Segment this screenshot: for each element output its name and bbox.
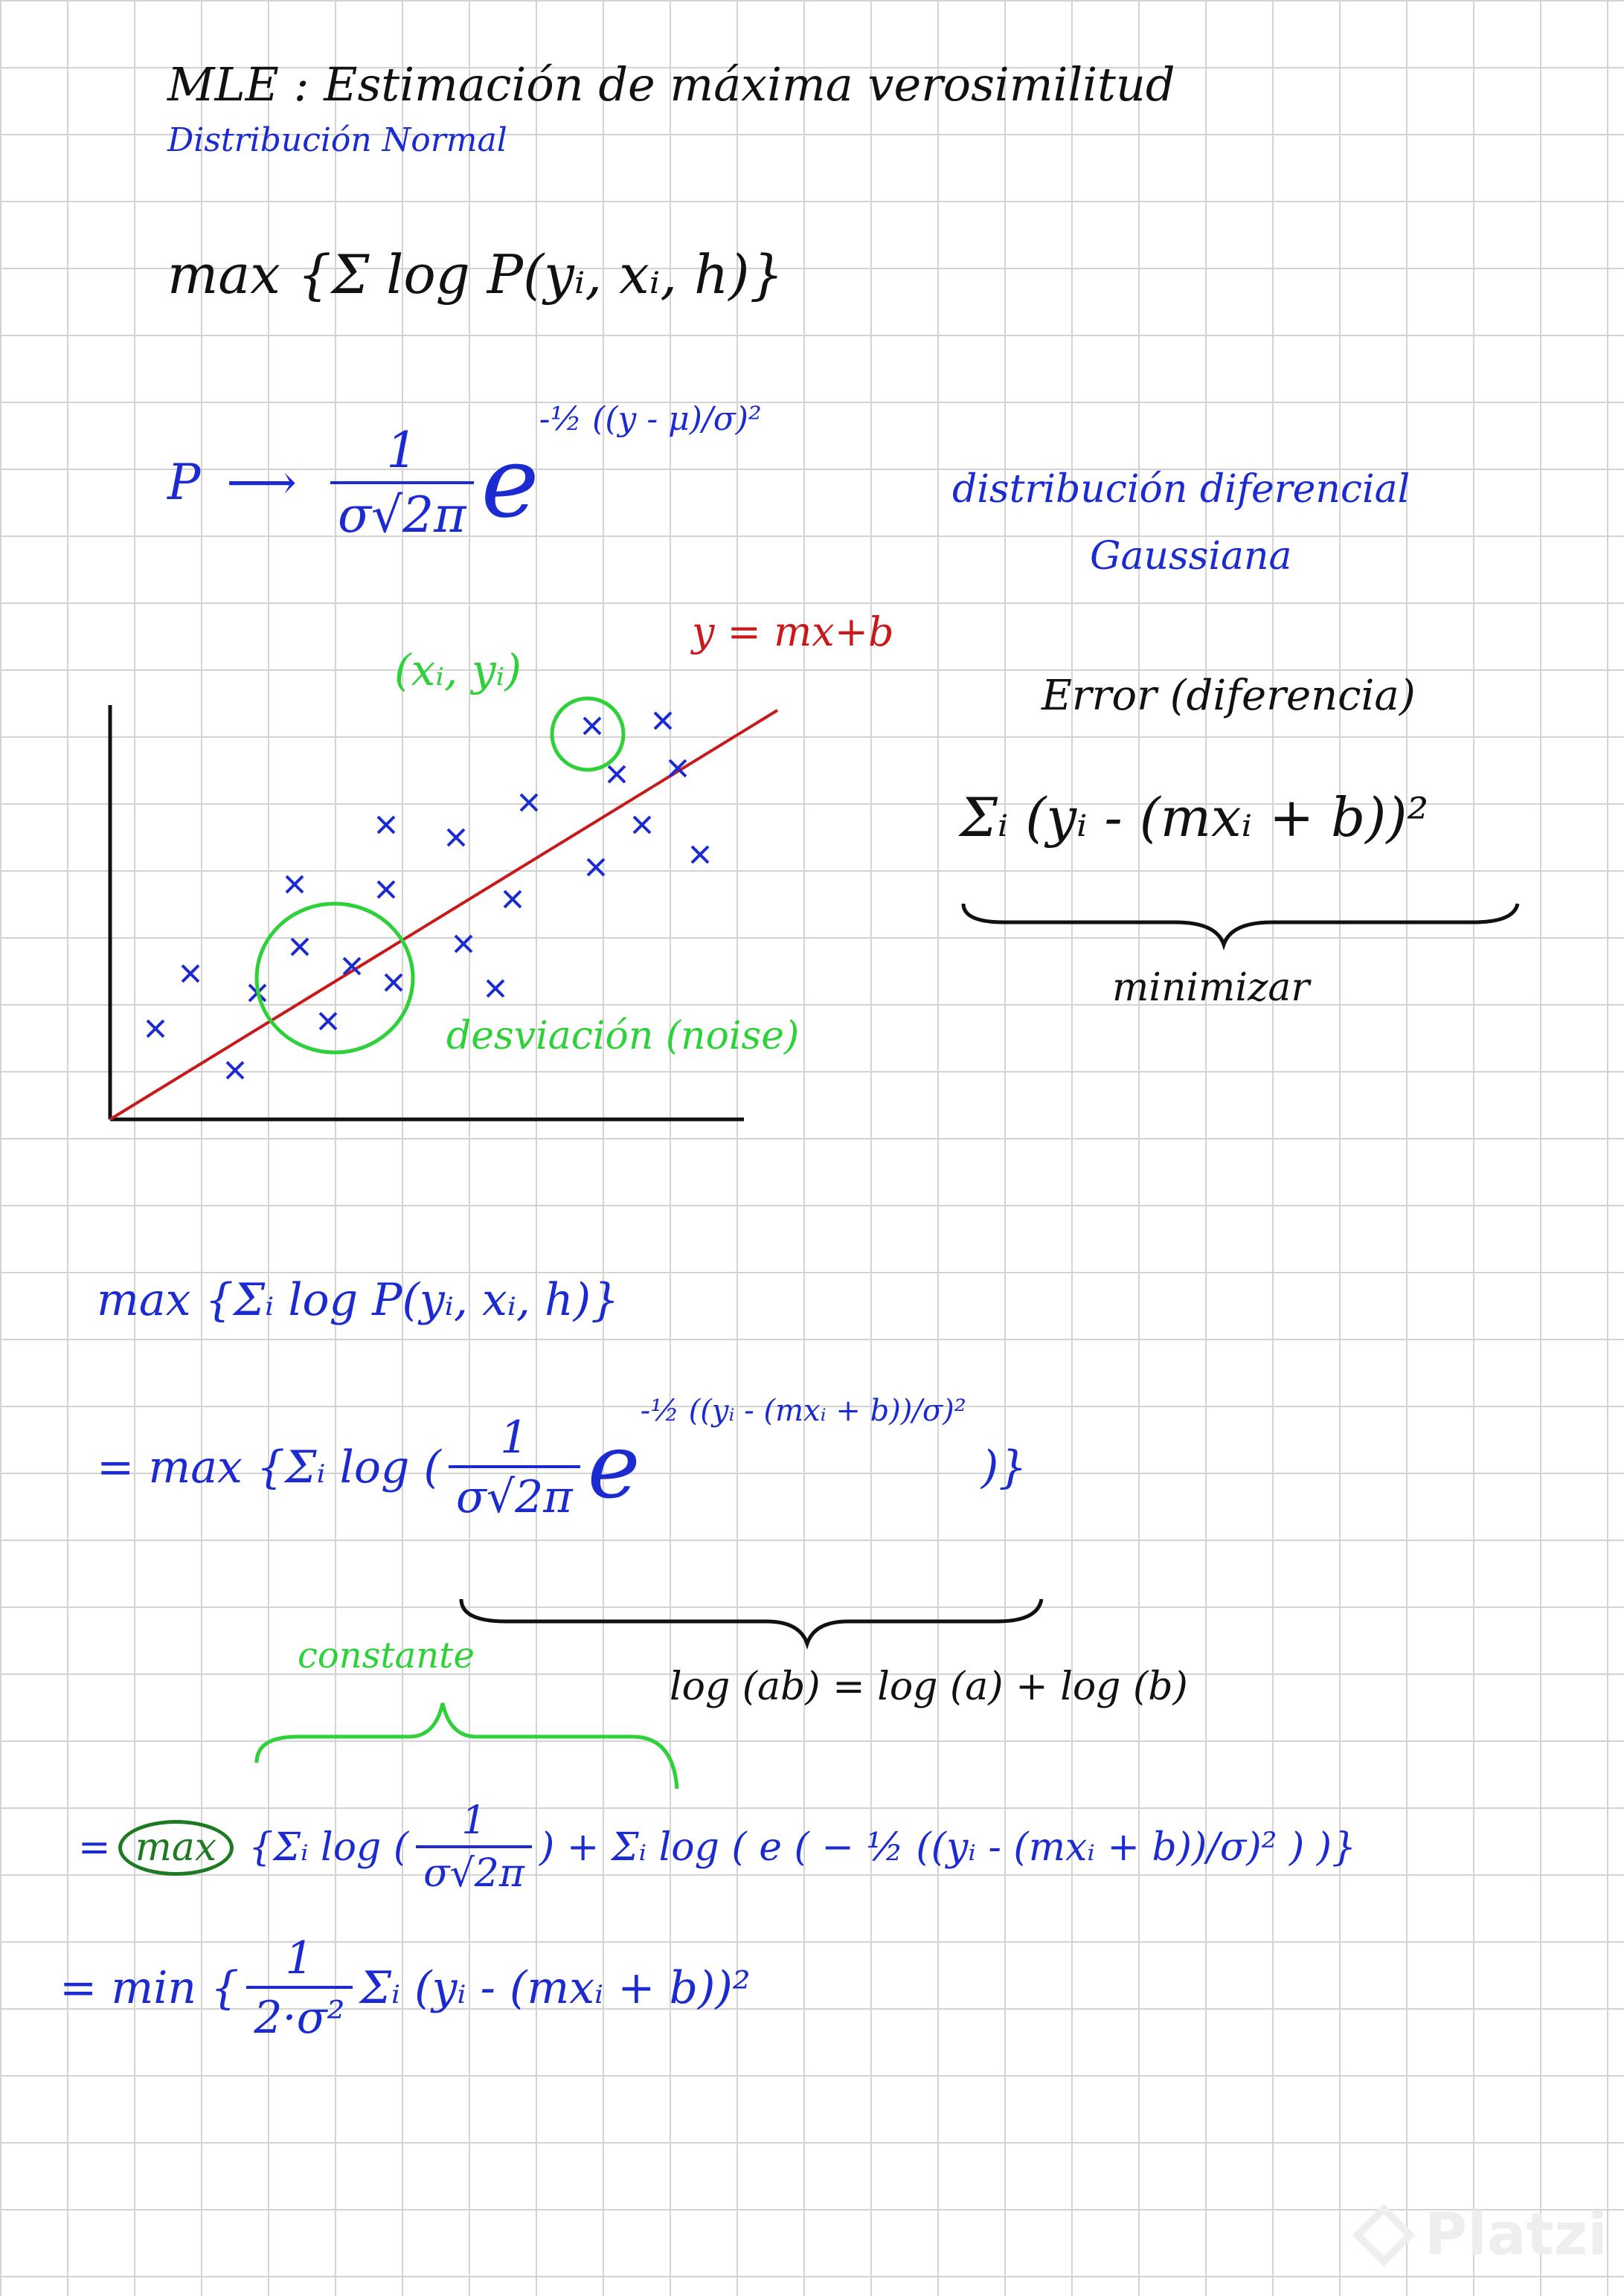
data-point	[486, 979, 505, 998]
platzi-logo-icon	[1352, 2203, 1416, 2267]
regression-line	[109, 709, 779, 1121]
density-note-2: Gaussiana	[1090, 534, 1292, 579]
line3-part1: {Σᵢ log (	[248, 1824, 409, 1870]
noise-label: desviación (noise)	[446, 1014, 800, 1058]
density-label: P	[167, 454, 201, 512]
data-point	[225, 1061, 245, 1080]
line4-fraction: 1 2·σ²	[246, 1932, 353, 2042]
data-point	[454, 934, 473, 954]
density-exponent: -½ ((y - μ)/σ)²	[539, 400, 762, 438]
highlight-point-circle	[550, 696, 626, 772]
line3-denominator: σ√2π	[416, 1845, 532, 1895]
line2-denominator: σ√2π	[448, 1465, 580, 1522]
data-point	[376, 815, 396, 835]
data-point	[519, 793, 539, 812]
line4-numerator: 1	[285, 1932, 314, 1984]
line-label: y = mx+b	[692, 608, 894, 655]
line2-numerator: 1	[500, 1412, 529, 1464]
density-fraction: 1 σ√2π	[330, 422, 474, 543]
derivation-line-3: = max {Σᵢ log ( 1 σ√2π ) + Σᵢ log ( e ( …	[78, 1798, 1357, 1895]
platzi-watermark: Platzi	[1352, 2202, 1608, 2268]
data-point	[181, 964, 200, 983]
error-formula: Σᵢ (yᵢ - (mxᵢ + b))²	[960, 786, 1429, 849]
arrow-icon: ⟶	[226, 454, 298, 512]
line4-prefix: = min {	[60, 1962, 240, 2014]
line2-suffix: )}	[981, 1441, 1027, 1493]
data-point	[290, 937, 309, 956]
data-point	[376, 880, 396, 899]
data-point	[384, 973, 403, 992]
line3-numerator: 1	[461, 1798, 487, 1843]
noise-circle	[254, 901, 415, 1055]
error-heading: Error (diferencia)	[1042, 672, 1416, 720]
density-numerator: 1	[386, 422, 418, 479]
line2-exponent: -½ ((yᵢ - (mxᵢ + b))/σ)²	[640, 1394, 966, 1428]
error-brace-label: minimizar	[1112, 965, 1310, 1010]
line2-base: e	[587, 1415, 641, 1519]
data-point	[586, 858, 606, 877]
data-point	[285, 875, 304, 894]
data-point	[582, 716, 602, 736]
line2-fraction: 1 σ√2π	[448, 1412, 580, 1522]
line3-eq: =	[78, 1824, 111, 1870]
density-formula: P ⟶ 1 σ√2π e -½ ((y - μ)/σ)²	[167, 401, 762, 543]
point-label: (xᵢ, yᵢ)	[394, 645, 521, 695]
line4-suffix: Σᵢ (yᵢ - (mxᵢ + b))²	[359, 1962, 751, 2014]
log-identity: log (ab) = log (a) + log (b)	[670, 1665, 1188, 1709]
derivation-line-1: max {Σᵢ log P(yᵢ, xᵢ, h)}	[97, 1274, 620, 1326]
data-points	[146, 711, 710, 1080]
data-point	[146, 1019, 165, 1038]
data-point	[690, 845, 710, 864]
page-title: MLE : Estimación de máxima verosimilitud	[167, 57, 1175, 112]
data-point	[446, 828, 466, 847]
line3-max: max	[118, 1819, 234, 1876]
density-note-1: distribución diferencial	[952, 467, 1410, 512]
data-point	[632, 815, 652, 835]
data-point	[607, 765, 626, 784]
line2-prefix: = max {Σᵢ log (	[97, 1441, 441, 1493]
watermark-text: Platzi	[1425, 2202, 1608, 2268]
line4-denominator: 2·σ²	[246, 1986, 353, 2042]
objective-formula: max {Σ log P(yᵢ, xᵢ, h)}	[167, 243, 784, 306]
data-point	[318, 1012, 338, 1031]
data-point	[342, 956, 362, 976]
line3-fraction: 1 σ√2π	[416, 1798, 532, 1895]
data-point	[668, 759, 687, 778]
density-base: e	[481, 425, 539, 540]
data-point	[653, 711, 673, 730]
density-denominator: σ√2π	[330, 480, 474, 543]
line3-part2: ) + Σᵢ log ( e ( − ½ ((yᵢ - (mxᵢ + b))/σ…	[539, 1824, 1357, 1870]
data-point	[503, 890, 522, 909]
derivation-line-4: = min { 1 2·σ² Σᵢ (yᵢ - (mxᵢ + b))²	[60, 1934, 751, 2042]
constant-label: constante	[298, 1635, 475, 1676]
subtitle: Distribución Normal	[167, 121, 507, 159]
derivation-line-2: = max {Σᵢ log ( 1 σ√2π e -½ ((yᵢ - (mxᵢ …	[97, 1395, 1027, 1522]
